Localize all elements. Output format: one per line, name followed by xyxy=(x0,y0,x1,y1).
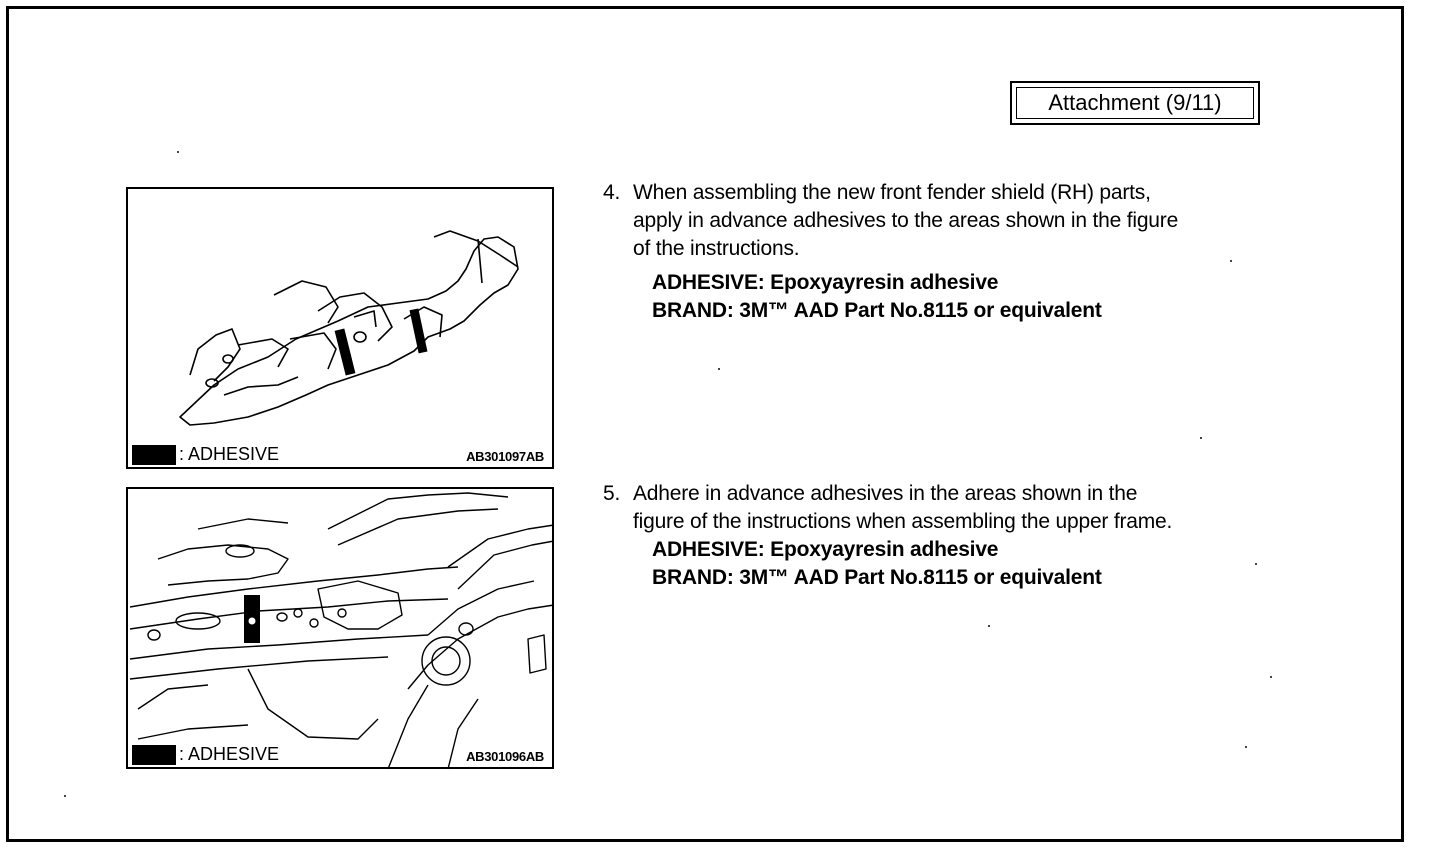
fender-shield-drawing xyxy=(179,230,519,426)
instruction-line: Adhere in advance adhesives in the areas… xyxy=(633,482,1138,505)
adhesive-swatch xyxy=(132,444,176,465)
step-number: 5. xyxy=(603,482,621,505)
attachment-label-box: Attachment (9/11) xyxy=(1010,81,1260,125)
instruction-line: figure of the instructions when assembli… xyxy=(633,510,1173,533)
scan-speck xyxy=(64,795,66,797)
instruction-line: When assembling the new front fender shi… xyxy=(633,181,1151,204)
scan-speck xyxy=(1255,563,1257,565)
figure-code: AB301097AB xyxy=(466,449,544,464)
scan-speck xyxy=(1230,260,1232,262)
figure-code: AB301096AB xyxy=(466,749,544,764)
adhesive-spec: ADHESIVE: Epoxyayresin adhesive xyxy=(652,538,999,561)
scan-speck xyxy=(177,151,179,153)
scan-speck xyxy=(988,625,990,627)
figure-legend: : ADHESIVE xyxy=(132,444,279,465)
step-5: 5. Adhere in advance adhesives in the ar… xyxy=(603,480,1283,592)
scan-speck xyxy=(718,368,720,370)
brand-spec: BRAND: 3M™ AAD Part No.8115 or equivalen… xyxy=(652,566,1102,589)
step-4: 4. When assembling the new front fender … xyxy=(603,179,1283,325)
step-number: 4. xyxy=(603,181,621,204)
page-border xyxy=(6,6,1404,842)
adhesive-spec: ADHESIVE: Epoxyayresin adhesive xyxy=(652,271,999,294)
scan-speck xyxy=(1200,437,1202,439)
legend-label: : ADHESIVE xyxy=(179,444,280,464)
step-instruction: When assembling the new front fender shi… xyxy=(633,179,1283,263)
brand-spec: BRAND: 3M™ AAD Part No.8115 or equivalen… xyxy=(652,299,1102,322)
attachment-label: Attachment (9/11) xyxy=(1016,87,1254,119)
scan-speck xyxy=(1270,676,1272,678)
instruction-line: apply in advance adhesives to the areas … xyxy=(633,209,1179,232)
legend-label: : ADHESIVE xyxy=(179,744,280,764)
scan-speck xyxy=(1245,746,1247,748)
figure-legend: : ADHESIVE xyxy=(132,744,279,765)
figure-upper-frame: : ADHESIVE AB301096AB xyxy=(126,487,555,770)
adhesive-swatch xyxy=(132,744,176,765)
instruction-line: of the instructions. xyxy=(633,237,800,260)
upper-frame-drawing xyxy=(129,492,555,770)
figure-fender-shield: : ADHESIVE AB301097AB xyxy=(126,187,554,469)
step-instruction: Adhere in advance adhesives in the areas… xyxy=(633,480,1283,536)
